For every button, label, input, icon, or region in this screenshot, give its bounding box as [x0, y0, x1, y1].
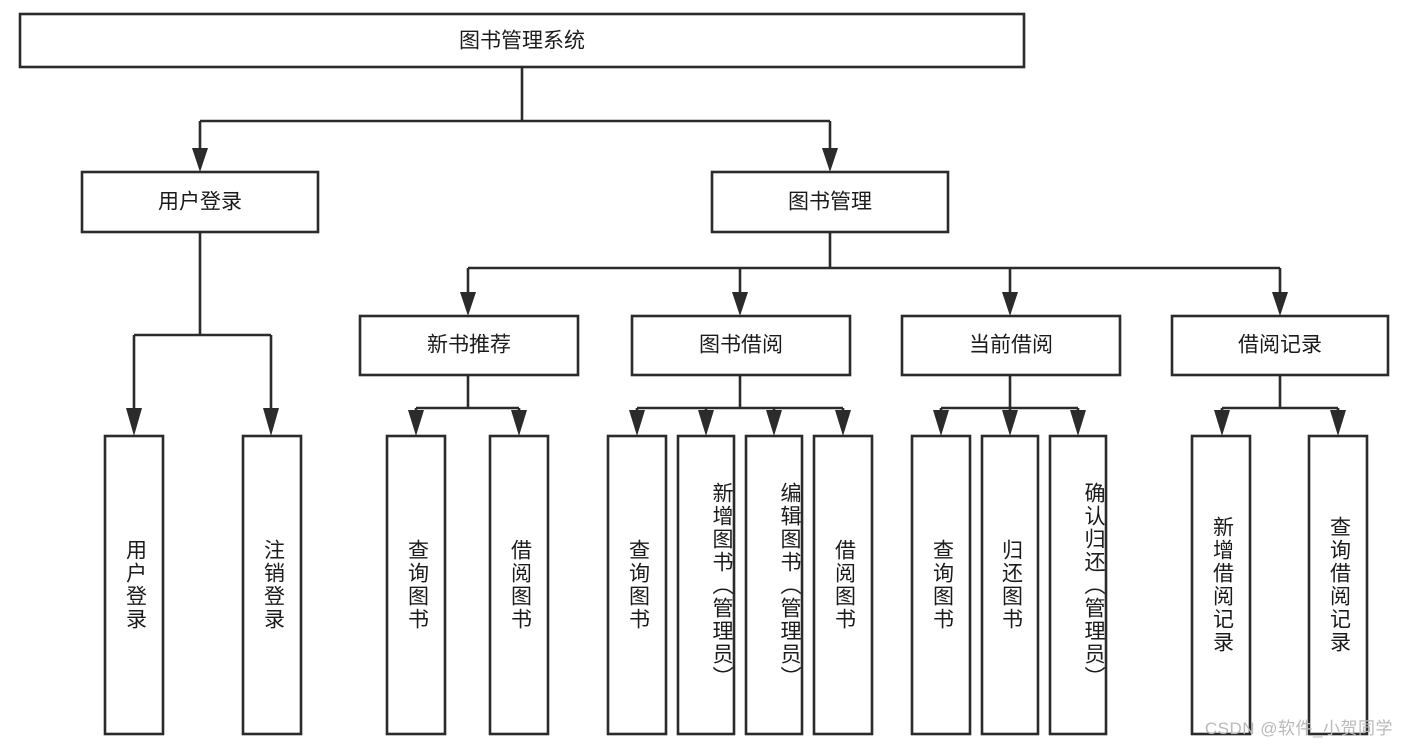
- leaf-query-books-3-box[interactable]: [910, 434, 972, 736]
- node-book-management-label: 图书管理: [788, 191, 872, 214]
- arrow-to-current-borrow: [1002, 292, 1018, 316]
- connector-group-borrow-record-children: [1214, 375, 1346, 436]
- arrow-leaf-logout: [263, 408, 279, 436]
- arrow-leaf-borrow-books-2: [835, 410, 851, 436]
- arrow-to-book-borrow: [732, 292, 748, 316]
- node-current-borrow-label: 当前借阅: [969, 334, 1053, 357]
- arrow-leaf-edit-book: [766, 410, 782, 436]
- leaf-boxes: [103, 434, 1369, 736]
- node-book-borrow-label: 图书借阅: [699, 334, 783, 357]
- node-user-login-label: 用户登录: [158, 191, 242, 214]
- node-book-management[interactable]: 图书管理: [710, 170, 950, 234]
- node-user-login[interactable]: 用户登录: [80, 170, 320, 234]
- node-book-management-box[interactable]: [710, 170, 950, 234]
- node-current-borrow-box[interactable]: [900, 314, 1122, 377]
- arrow-leaf-query-record: [1330, 410, 1346, 436]
- leaf-edit-book-box[interactable]: [744, 434, 804, 736]
- node-user-login-box[interactable]: [80, 170, 320, 234]
- node-book-borrow-box[interactable]: [630, 314, 852, 377]
- leaf-query-books-1-box[interactable]: [385, 434, 447, 736]
- arrow-leaf-query-books-1: [408, 410, 424, 436]
- connector-group-book-borrow-children: [629, 375, 851, 436]
- node-borrow-record-box[interactable]: [1170, 314, 1390, 377]
- leaf-confirm-return-box[interactable]: [1048, 434, 1108, 736]
- node-root[interactable]: 图书管理系统: [18, 12, 1026, 69]
- leaf-user-login-box[interactable]: [103, 434, 165, 736]
- arrow-to-borrow-record: [1272, 292, 1288, 316]
- node-current-borrow[interactable]: 当前借阅: [900, 314, 1122, 377]
- arrow-to-user-login: [192, 148, 208, 172]
- leaf-query-record-box[interactable]: [1307, 434, 1369, 736]
- arrow-leaf-user-login: [126, 408, 142, 436]
- leaf-borrow-books-1-box[interactable]: [488, 434, 550, 736]
- node-book-borrow[interactable]: 图书借阅: [630, 314, 852, 377]
- arrow-leaf-confirm-return: [1070, 410, 1086, 436]
- arrow-leaf-add-record: [1214, 410, 1230, 436]
- connector-group-user-login-children: [126, 232, 279, 436]
- node-new-book-recommend-label: 新书推荐: [427, 334, 511, 357]
- node-borrow-record[interactable]: 借阅记录: [1170, 314, 1390, 377]
- leaf-query-books-2-box[interactable]: [606, 434, 668, 736]
- node-root-box[interactable]: [18, 12, 1026, 69]
- arrow-leaf-query-books-3: [933, 410, 949, 436]
- csdn-watermark: CSDN @软件_小贺同学: [1204, 719, 1393, 738]
- connector-group-new-book-recommend-children: [408, 375, 527, 436]
- leaf-return-books-box[interactable]: [980, 434, 1040, 736]
- connector-group-root-to-level1: [192, 67, 838, 172]
- connector-group-current-borrow-children: [933, 375, 1086, 436]
- arrow-to-book-management: [822, 148, 838, 172]
- arrow-leaf-add-book: [698, 410, 714, 436]
- node-borrow-record-label: 借阅记录: [1238, 334, 1322, 357]
- leaf-borrow-books-2-box[interactable]: [812, 434, 874, 736]
- arrow-leaf-return-books: [1002, 410, 1018, 436]
- node-new-book-recommend[interactable]: 新书推荐: [358, 314, 580, 377]
- arrow-leaf-borrow-books-1: [511, 410, 527, 436]
- leaf-add-book-box[interactable]: [676, 434, 736, 736]
- leaf-add-record-box[interactable]: [1190, 434, 1252, 736]
- connector-group-book-management-children: [460, 232, 1288, 316]
- node-new-book-recommend-box[interactable]: [358, 314, 580, 377]
- arrow-leaf-query-books-2: [629, 410, 645, 436]
- leaf-logout-box[interactable]: [241, 434, 303, 736]
- arrow-to-new-book-recommend: [460, 292, 476, 316]
- node-root-label: 图书管理系统: [459, 30, 585, 53]
